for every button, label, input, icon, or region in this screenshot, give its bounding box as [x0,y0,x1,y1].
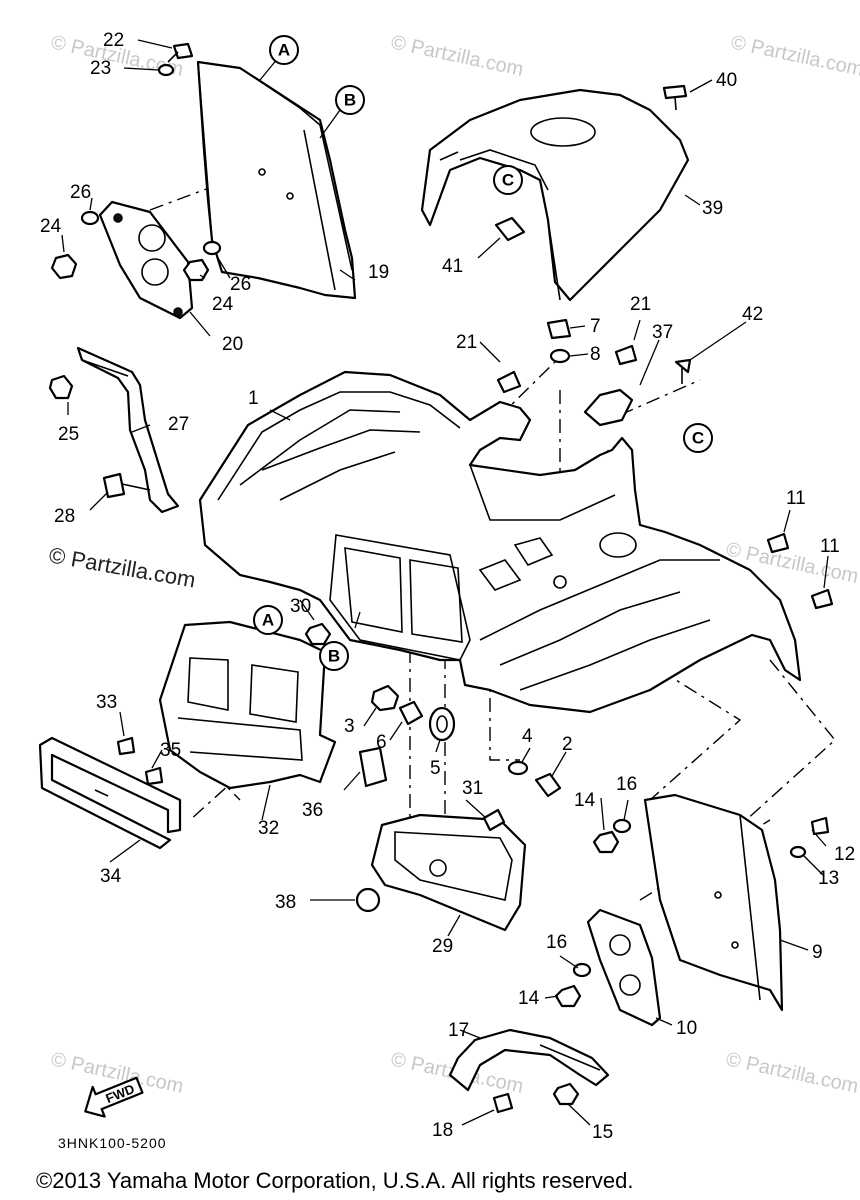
callout-5: 5 [430,758,441,779]
callout-17: 17 [448,1020,469,1041]
callout-numbers: 22 23 26 24 26 24 19 20 27 25 28 1 40 39… [40,30,855,1143]
callout-20: 20 [222,334,243,355]
clip-41 [494,216,526,242]
leader-lines [61,39,829,1126]
callout-14: 14 [574,790,596,811]
callout-25: 25 [58,424,79,445]
diagram-code: 3HNK100-5200 [58,1135,167,1151]
callout-16: 16 [616,774,637,795]
callout-21: 21 [456,332,477,353]
ref-letter-b: B [328,647,340,666]
callout-15: 15 [592,1122,613,1143]
callout-28: 28 [54,506,75,527]
callout-26: 26 [230,274,251,295]
callout-3: 3 [344,716,355,737]
callout-22: 22 [103,30,124,51]
callout-11: 11 [786,488,806,509]
mud-guard-9 [643,793,784,1012]
callout-39: 39 [702,198,723,219]
callout-27: 27 [168,414,189,435]
watermark: © Partzilla.com [729,31,860,81]
callout-9: 9 [812,942,823,963]
copyright-watermark: © Partzilla.com [47,542,197,592]
lamp-housing-29 [370,813,527,932]
panel-19 [196,60,357,300]
watermark: © Partzilla.com [724,1048,860,1098]
callout-30: 30 [290,596,311,617]
stay-27 [76,346,180,514]
callout-35: 35 [160,740,181,761]
callout-6: 6 [376,732,387,753]
callout-36: 36 [302,800,323,821]
callout-14: 14 [518,988,540,1009]
bracket-plate-20 [98,200,194,320]
callout-24: 24 [212,294,234,315]
stay-17 [448,1028,610,1092]
callout-42: 42 [742,304,763,325]
callout-37: 37 [652,322,673,343]
callout-2: 2 [562,734,573,755]
callout-24: 24 [40,216,62,237]
callout-38: 38 [275,892,296,913]
callout-34: 34 [100,866,122,887]
guard-bar-34 [38,736,182,850]
pad-37 [583,388,634,427]
hardware [48,42,834,1114]
callout-29: 29 [432,936,453,957]
bracket-plate-10 [586,908,662,1027]
callout-40: 40 [716,70,737,91]
callout-13: 13 [818,868,839,889]
headlight-housing-32 [158,620,337,790]
callout-32: 32 [258,818,279,839]
callout-10: 10 [676,1018,697,1039]
callout-21: 21 [630,294,651,315]
callout-11: 11 [820,536,840,557]
callout-41: 41 [442,256,463,277]
callout-16: 16 [546,932,567,953]
callout-8: 8 [590,344,601,365]
copyright-line: ©2013 Yamaha Motor Corporation, U.S.A. A… [36,1168,633,1193]
ref-letter-b: B [344,91,356,110]
reference-markers: A B C C A B [253,35,713,671]
callout-7: 7 [590,316,601,337]
callout-31: 31 [462,778,483,799]
ref-letter-a: A [262,611,274,630]
callout-33: 33 [96,692,117,713]
callout-23: 23 [90,58,111,79]
callout-19: 19 [368,262,389,283]
front-fender-1 [198,370,802,714]
callout-1: 1 [248,388,259,409]
ref-letter-c: C [502,171,514,190]
ref-letter-a: A [278,41,290,60]
callout-4: 4 [522,726,533,747]
callout-26: 26 [70,182,91,203]
callout-18: 18 [432,1120,453,1141]
top-cover-39 [420,88,690,302]
callout-12: 12 [834,844,855,865]
ref-letter-c: C [692,429,704,448]
watermark: © Partzilla.com [389,31,525,81]
